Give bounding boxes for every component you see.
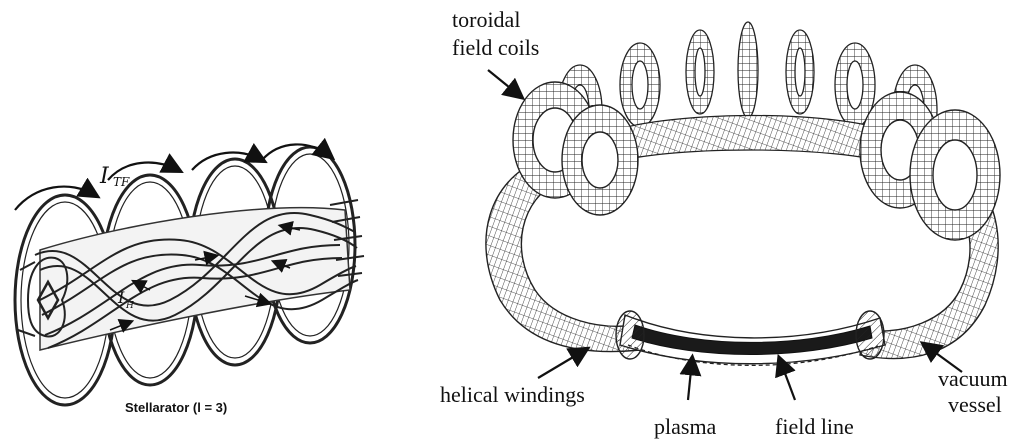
current-label-tf-sub: TF — [113, 175, 130, 189]
label-toroidal-1: toroidal — [452, 7, 520, 32]
current-label-h: I — [117, 288, 125, 307]
label-helical: helical windings — [440, 382, 585, 407]
label-vacuum-1: vacuum — [938, 366, 1008, 391]
stellarator-torus: toroidal field coils helical windings pl… — [440, 7, 1008, 439]
label-field-line: field line — [775, 414, 854, 439]
label-toroidal-2: field coils — [452, 35, 539, 60]
current-label-tf: I — [99, 164, 110, 189]
tf-current-arrows — [15, 144, 330, 210]
vessel-back — [600, 115, 900, 165]
current-label-h-sub: H — [125, 301, 134, 311]
stellarator-caption: Stellarator (l = 3) — [125, 400, 227, 415]
label-plasma: plasma — [654, 414, 717, 439]
label-vacuum-2: vessel — [948, 392, 1002, 417]
stellarator-sketch: I TF I H Stellarator (l = 3) — [15, 144, 364, 415]
